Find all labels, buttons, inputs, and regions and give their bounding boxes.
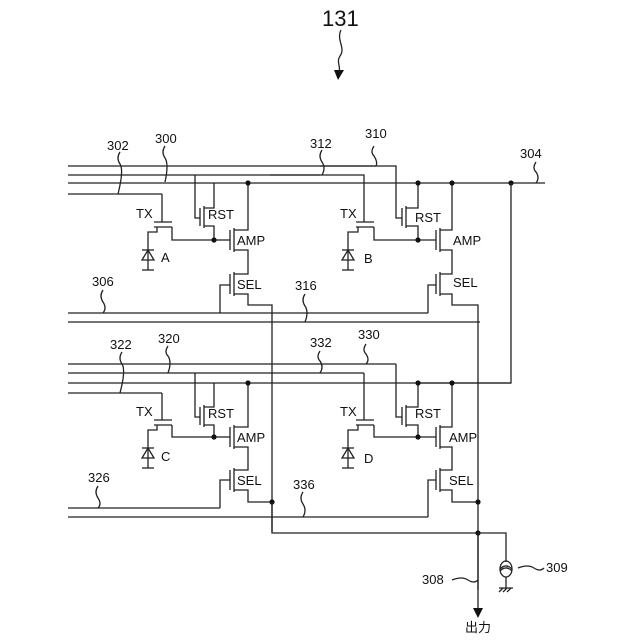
rst-label-d: RST — [415, 406, 441, 421]
amp-label-b: AMP — [453, 233, 481, 248]
ref-320: 320 — [158, 331, 180, 346]
ref-336: 336 — [293, 477, 315, 492]
ref-316: 316 — [295, 278, 317, 293]
sel-label-a: SEL — [237, 277, 262, 292]
output-line — [272, 502, 513, 618]
figure-leader — [338, 30, 342, 72]
ref-308: 308 — [422, 572, 444, 587]
ref-332: 332 — [310, 335, 332, 350]
sel-label-d: SEL — [449, 473, 474, 488]
pixel-b — [220, 166, 514, 590]
sel-label-c: SEL — [237, 473, 262, 488]
rst-label-b: RST — [415, 210, 441, 225]
ref-322: 322 — [110, 337, 132, 352]
ref-302: 302 — [107, 138, 129, 153]
sel-label-b: SEL — [453, 275, 478, 290]
amp-label-d: AMP — [449, 430, 477, 445]
tx-label-a: TX — [136, 206, 153, 221]
tx-label-b: TX — [340, 206, 357, 221]
ref-306: 306 — [92, 274, 114, 289]
figure-number: 131 — [322, 6, 359, 31]
output-label: 出力 — [465, 620, 491, 635]
ref-309: 309 — [546, 560, 568, 575]
ref-330: 330 — [358, 327, 380, 342]
photodiode-label-d: D — [364, 451, 373, 466]
figure-arrowhead — [334, 70, 344, 80]
amp-label-a: AMP — [237, 233, 265, 248]
rst-label-a: RST — [208, 207, 234, 222]
rst-label-c: RST — [208, 406, 234, 421]
photodiode-label-c: C — [161, 449, 170, 464]
ref-304: 304 — [520, 146, 542, 161]
tx-label-c: TX — [136, 404, 153, 419]
ref-310: 310 — [365, 126, 387, 141]
amp-label-c: AMP — [237, 430, 265, 445]
row2-bus — [68, 364, 511, 517]
tx-label-d: TX — [340, 404, 357, 419]
ref-300: 300 — [155, 131, 177, 146]
photodiode-label-b: B — [364, 251, 373, 266]
ref-312: 312 — [310, 136, 332, 151]
photodiode-label-a: A — [161, 250, 170, 265]
ref-326: 326 — [88, 470, 110, 485]
